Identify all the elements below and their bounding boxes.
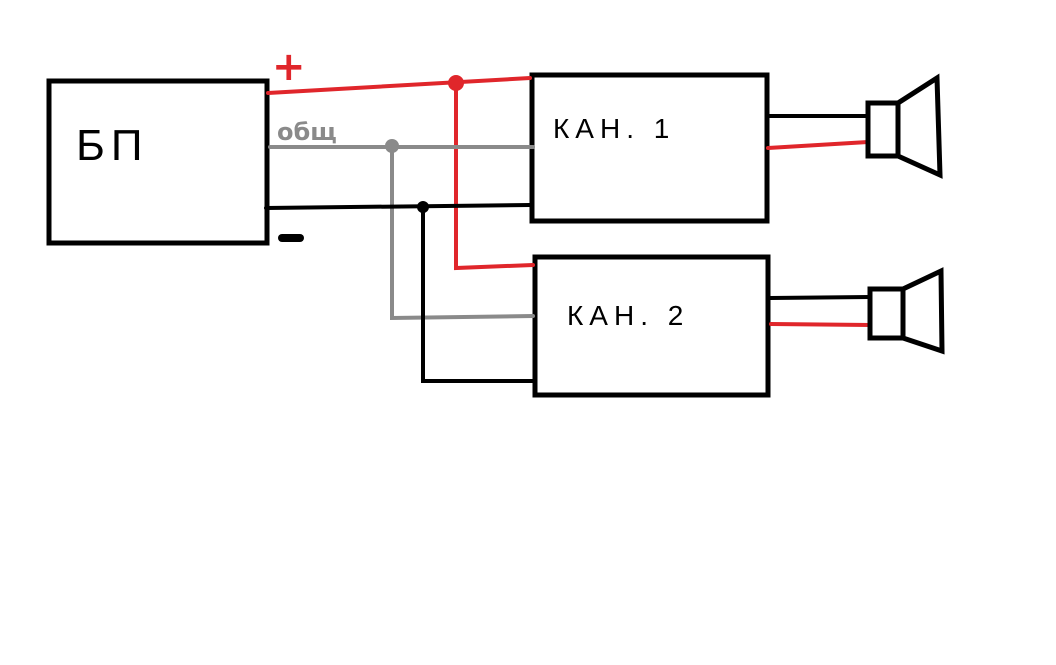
positive-wire-main: [266, 76, 532, 95]
channel-2-box: [532, 254, 771, 398]
channel-1-box: [529, 72, 770, 224]
speaker-1-wire-red: [766, 140, 870, 150]
negative-junction-dot: [417, 201, 429, 213]
minus-terminal-label: [278, 234, 304, 242]
speaker-2-wire-red: [769, 322, 872, 327]
channel-1-label: КАН. 1: [553, 113, 675, 144]
speaker-1-icon: [865, 73, 943, 179]
positive-junction-dot: [448, 75, 464, 91]
common-junction-dot: [385, 139, 399, 153]
power-supply-label: БП: [76, 121, 149, 170]
common-wire-channel-2: [390, 144, 535, 321]
negative-wire-channel-2: [421, 205, 535, 383]
plus-terminal-label: +: [272, 44, 306, 90]
negative-wire-main: [264, 203, 532, 210]
power-supply-box: [46, 78, 270, 246]
speaker-2-icon: [867, 267, 945, 355]
common-terminal-label: общ: [277, 118, 337, 146]
channel-2-label: КАН. 2: [567, 300, 689, 331]
positive-wire-channel-2: [454, 82, 535, 271]
speaker-2-wire-black: [768, 295, 872, 300]
